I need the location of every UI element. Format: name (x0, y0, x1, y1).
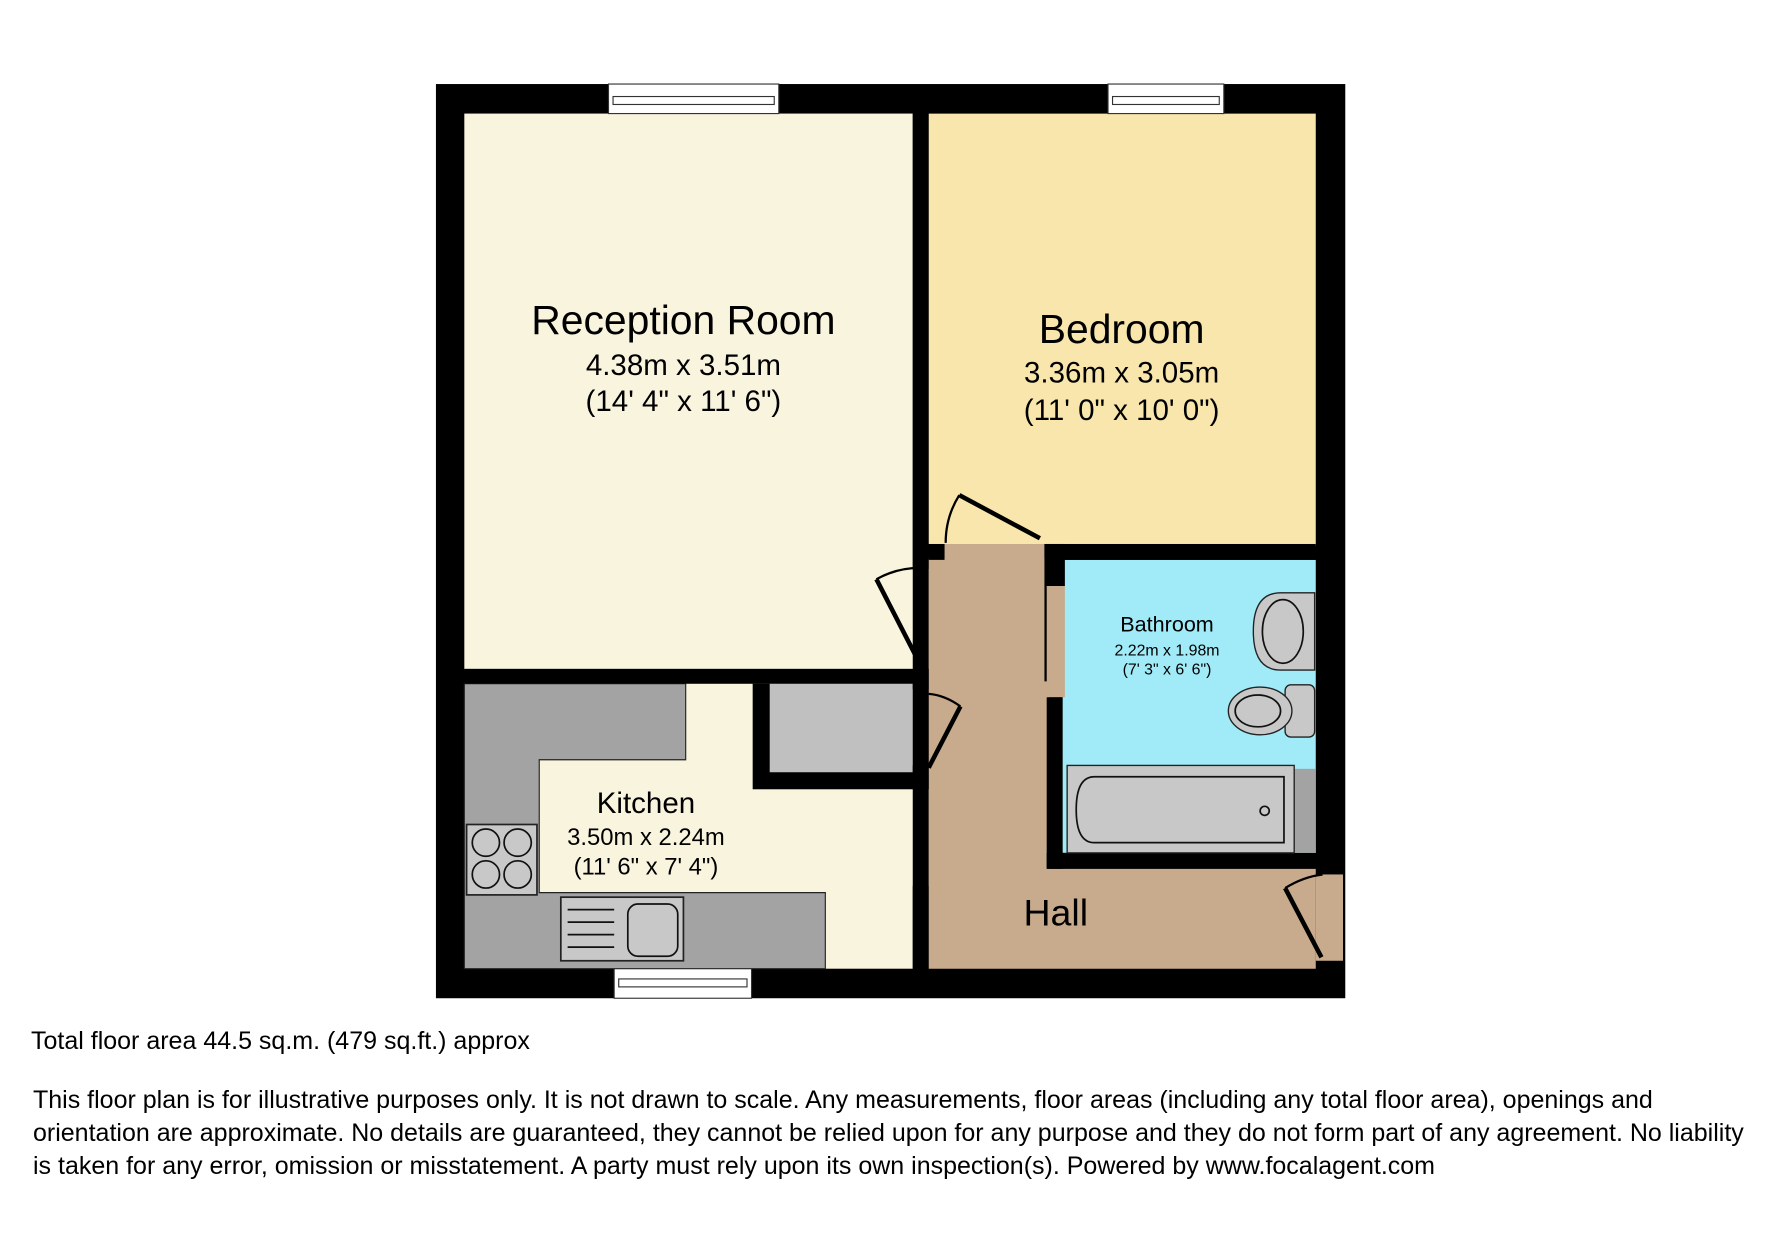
total-floor-area: Total floor area 44.5 sq.m. (479 sq.ft.)… (31, 1027, 530, 1055)
bedroom-metric: 3.36m x 3.05m (1024, 357, 1219, 390)
wall-bathroom-hall-lower (1046, 697, 1063, 869)
room-bedroom (928, 113, 1316, 547)
bedroom-doorway-floor (944, 543, 1045, 560)
wall-hall-kitchen-lower (912, 885, 929, 969)
bathroom-metric: 2.22m x 1.98m (1115, 642, 1220, 659)
cupboard (769, 683, 913, 773)
kitchen-name: Kitchen (597, 787, 695, 820)
wall-hall-kitchen-upper (912, 668, 929, 690)
reception-name: Reception Room (531, 297, 835, 343)
reception-metric: 4.38m x 3.51m (586, 349, 781, 382)
bathroom-doorway-floor (1046, 585, 1065, 698)
wall-hall-reception (912, 559, 929, 569)
wall-reception-kitchen (464, 668, 929, 684)
bedroom-imperial: (11' 0" x 10' 0") (1024, 394, 1220, 427)
wall-bathroom-hall-top (1046, 543, 1065, 586)
wall-reception-bedroom (912, 113, 929, 560)
kitchen-imperial: (11' 6" x 7' 4") (574, 853, 719, 880)
disclaimer-text: This floor plan is for illustrative purp… (33, 1086, 1744, 1180)
door-bedroom-icon (944, 493, 1041, 543)
bathroom-name: Bathroom (1120, 611, 1213, 636)
window-reception (607, 83, 780, 115)
kitchen-worktop (463, 683, 826, 970)
door-entrance-icon (1283, 873, 1324, 959)
sink-icon (559, 896, 685, 962)
entrance-doorway-floor (1315, 874, 1344, 961)
reception-imperial: (14' 4" x 11' 6") (586, 385, 782, 418)
bathroom-imperial: (7' 3" x 6' 6") (1123, 662, 1212, 679)
toilet-icon (1227, 684, 1316, 738)
window-bedroom (1107, 83, 1225, 115)
door-cupboard-icon (926, 692, 963, 769)
room-hall (928, 557, 1316, 969)
bath-icon (1066, 764, 1316, 854)
wall-bathroom-bottom (1046, 852, 1316, 869)
window-kitchen (613, 968, 753, 999)
hall-name: Hall (1024, 892, 1089, 934)
room-reception (464, 113, 913, 669)
door-reception-icon (874, 566, 922, 665)
kitchen-metric: 3.50m x 2.24m (567, 824, 725, 851)
wall-bedroom-bathroom (1044, 543, 1316, 560)
wall-bedroom-hall-left (928, 543, 945, 560)
hob-icon (465, 823, 538, 896)
basin-icon (1252, 592, 1316, 671)
bedroom-name: Bedroom (1039, 306, 1205, 352)
wall-hall-cupboard-foot (912, 765, 929, 790)
